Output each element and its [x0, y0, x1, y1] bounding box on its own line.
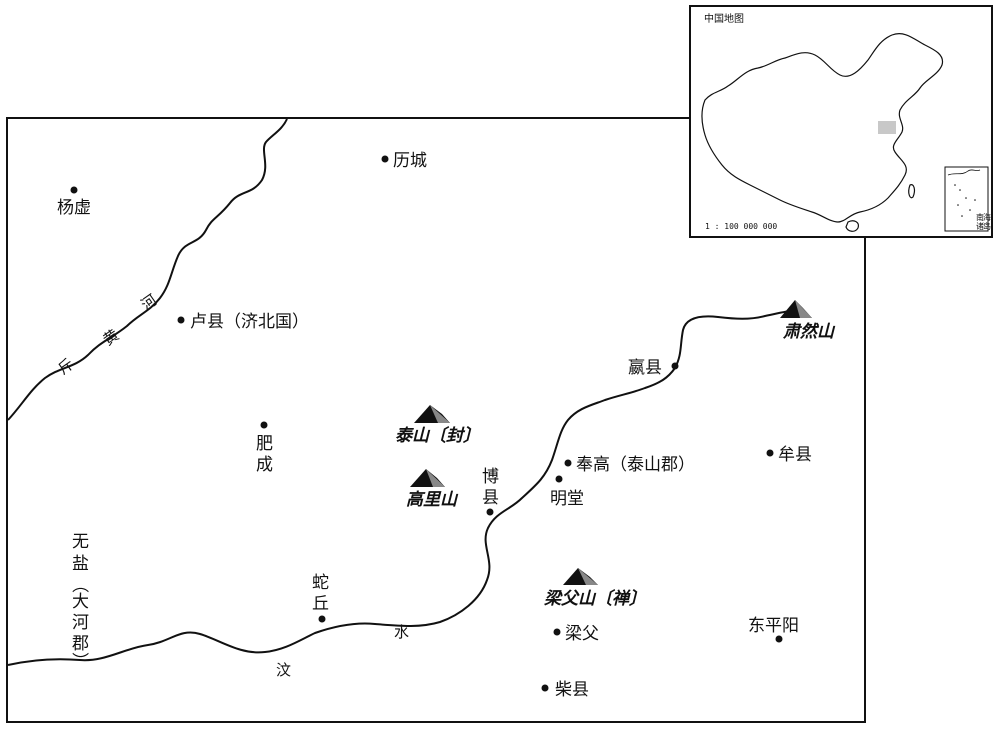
inset-nanhai-islands [954, 184, 976, 217]
mountain-label-liangfushan: 梁父山〔禅〕 [543, 588, 646, 609]
city-dot-luxian [177, 316, 185, 324]
city-label-liangfu: 梁父 [565, 624, 599, 644]
inset-nanhai-coast [947, 169, 981, 176]
city-label-qiu: 丘 [312, 594, 329, 614]
wuyan-char-2: 盐 [72, 554, 89, 574]
inset-hainan [845, 220, 859, 232]
city-dot-lishu [381, 155, 389, 163]
mountain-label-gaoli: 高里山 [406, 490, 459, 510]
inset-nanhai-label-2: 海 [983, 212, 991, 222]
city-label-mingtang: 明堂 [550, 489, 584, 509]
inset-map: 中国地图 南 海 诸 岛 1 : 100 000 000 [689, 5, 993, 238]
city-dot-muxian [766, 449, 774, 457]
inset-scale-label: 1 : 100 000 000 [705, 222, 777, 231]
inset-nanhai-label-4: 岛 [983, 221, 991, 231]
mountain-icon-taishan [414, 405, 450, 423]
city-label-luxian: 卢县（济北国） [190, 312, 309, 332]
city-dot-chaixian [541, 684, 549, 692]
city-dot-dongpingyang [775, 635, 783, 643]
city-label-fei: 肥 [256, 434, 273, 454]
inset-china-outline [701, 33, 944, 223]
wuyan-char-5: 河 [72, 613, 89, 633]
inset-nanhai-label-1: 南 [976, 212, 984, 222]
mountain-label-suran: 肃然山 [782, 322, 836, 342]
inset-taiwan [908, 184, 916, 199]
wen-river [7, 309, 801, 666]
mountain-icon-suran [780, 300, 812, 318]
city-dot-sheqiu [318, 615, 326, 623]
city-dot-liangfu [553, 628, 561, 636]
mountain-icon-gaoli [410, 469, 445, 487]
wuyan-char-7: ） [69, 652, 89, 669]
city-label-lishu: 历城 [393, 151, 427, 171]
city-markers [70, 155, 783, 692]
city-label-bo: 博 [482, 467, 499, 487]
city-dot-yingxian [671, 362, 679, 370]
wuyan-char-3: （ [69, 576, 89, 593]
wuyan-char-4: 大 [72, 592, 89, 612]
city-label-muxian: 牟县 [778, 445, 812, 465]
mountain-label-taishan: 泰山〔封〕 [395, 425, 480, 446]
inset-nanhai-box [944, 166, 989, 232]
wuyan-char-6: 郡 [72, 634, 89, 654]
city-label-cheng: 成 [256, 455, 273, 475]
wuyan-char-1: 无 [72, 532, 89, 552]
city-dot-fenggao [564, 459, 572, 467]
city-dot-feicheng [260, 421, 268, 429]
city-dot-yangxu [70, 186, 78, 194]
city-label-yangxu: 杨虚 [57, 198, 91, 218]
river-label-shui: 水 [394, 623, 409, 641]
inset-title: 中国地图 [704, 12, 744, 25]
yellow-river [7, 118, 288, 421]
city-label-yingxian: 嬴县 [628, 358, 662, 378]
city-label-xian: 县 [482, 488, 499, 508]
city-label-fenggao: 奉高（泰山郡） [576, 455, 695, 475]
city-label-chaixian: 柴县 [555, 680, 589, 700]
city-dot-boxian [486, 508, 494, 516]
mountain-icon-liangfushan [563, 568, 598, 585]
inset-nanhai-label-3: 诸 [976, 222, 984, 231]
city-label-dongpingyang: 东平阳 [748, 616, 799, 636]
city-label-she: 蛇 [312, 573, 329, 593]
city-dot-mingtang [555, 475, 563, 483]
inset-highlight-region [878, 121, 896, 134]
inset-map-frame [689, 5, 993, 238]
river-label-wen: 汶 [276, 661, 291, 679]
